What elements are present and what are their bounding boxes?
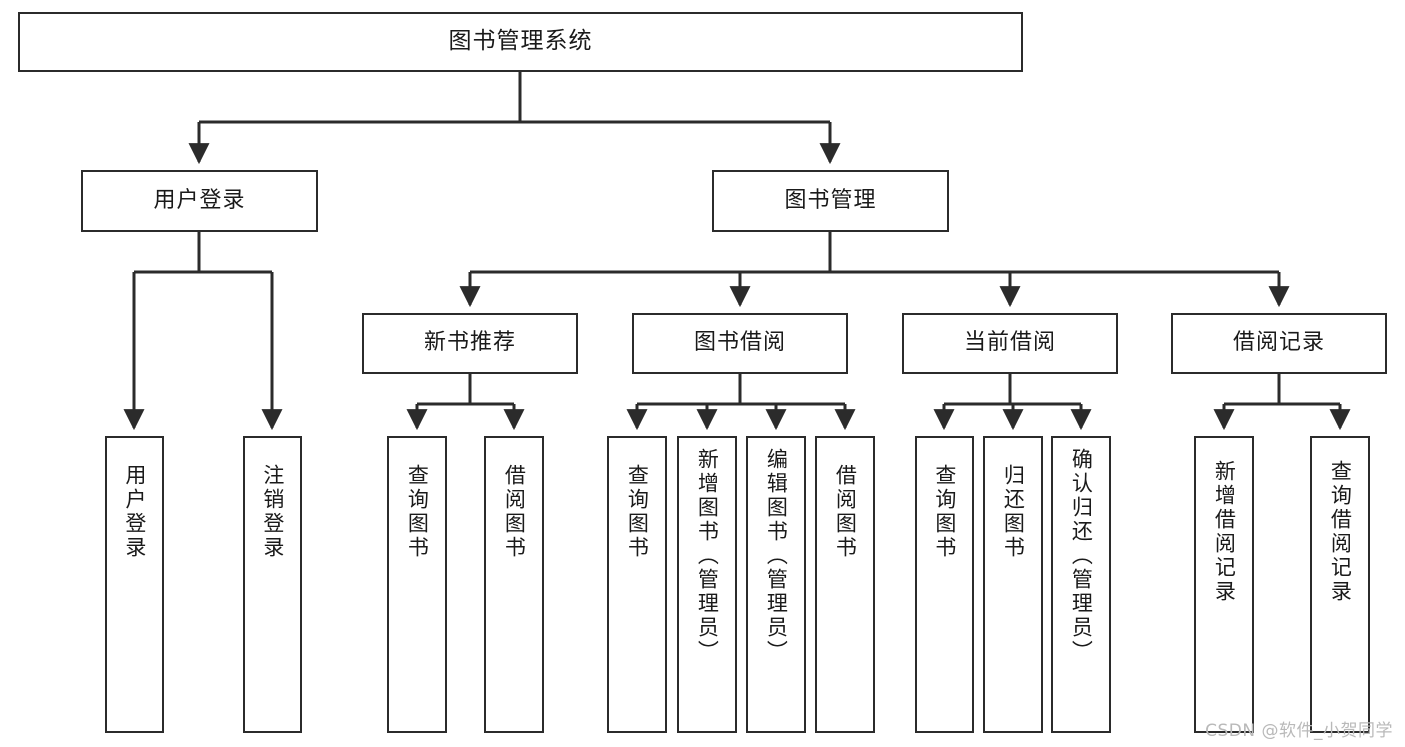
node-label: 查询图书: [405, 464, 430, 560]
leaf-borrow-query-book[interactable]: 查询图书: [607, 436, 667, 733]
node-label: 查询图书: [625, 464, 650, 560]
leaf-newbook-query-book[interactable]: 查询图书: [387, 436, 447, 733]
node-label: 新增借阅记录: [1212, 460, 1237, 604]
node-label: 图书管理系统: [448, 28, 593, 55]
leaf-current-return-book[interactable]: 归还图书: [983, 436, 1043, 733]
node-label: 确认归还（管理员）: [1069, 448, 1094, 664]
leaf-record-add-record[interactable]: 新增借阅记录: [1194, 436, 1254, 733]
node-root-system[interactable]: 图书管理系统: [18, 12, 1023, 72]
node-label: 借阅图书: [833, 464, 858, 560]
node-label: 查询图书: [932, 464, 957, 560]
leaf-borrow-lend-book[interactable]: 借阅图书: [815, 436, 875, 733]
node-label: 用户登录: [153, 187, 246, 213]
node-label: 新增图书（管理员）: [695, 448, 720, 664]
node-label: 查询借阅记录: [1328, 460, 1353, 604]
leaf-newbook-borrow-book[interactable]: 借阅图书: [484, 436, 544, 733]
leaf-current-query-book[interactable]: 查询图书: [915, 436, 974, 733]
leaf-current-confirm-return-admin[interactable]: 确认归还（管理员）: [1051, 436, 1111, 733]
node-new-book-recommend[interactable]: 新书推荐: [362, 313, 578, 374]
node-label: 注销登录: [260, 464, 285, 560]
leaf-user-login[interactable]: 用户登录: [105, 436, 164, 733]
node-label: 借阅图书: [502, 464, 527, 560]
node-user-login[interactable]: 用户登录: [81, 170, 318, 232]
node-book-management[interactable]: 图书管理: [712, 170, 949, 232]
leaf-borrow-add-book-admin[interactable]: 新增图书（管理员）: [677, 436, 737, 733]
node-book-borrow[interactable]: 图书借阅: [632, 313, 848, 374]
node-label: 编辑图书（管理员）: [764, 448, 789, 664]
node-label: 新书推荐: [423, 330, 516, 356]
node-borrow-record[interactable]: 借阅记录: [1171, 313, 1387, 374]
node-label: 当前借阅: [963, 330, 1056, 356]
leaf-record-query-record[interactable]: 查询借阅记录: [1310, 436, 1370, 733]
node-label: 用户登录: [122, 464, 147, 560]
node-label: 借阅记录: [1232, 330, 1325, 356]
node-current-borrow[interactable]: 当前借阅: [902, 313, 1118, 374]
node-label: 归还图书: [1001, 464, 1026, 560]
node-label: 图书借阅: [693, 330, 786, 356]
leaf-borrow-edit-book-admin[interactable]: 编辑图书（管理员）: [746, 436, 806, 733]
leaf-user-logout[interactable]: 注销登录: [243, 436, 302, 733]
node-label: 图书管理: [784, 187, 877, 213]
